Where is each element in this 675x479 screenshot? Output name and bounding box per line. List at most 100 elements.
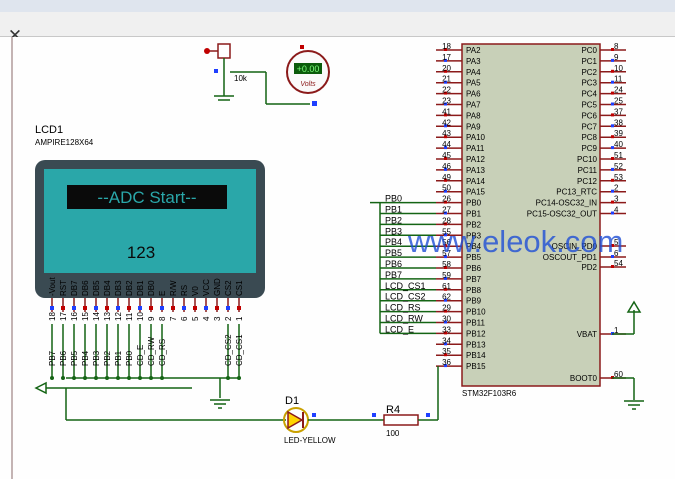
- mcu-pin-number: 62: [442, 293, 451, 302]
- mcu-pin-number: 58: [442, 260, 451, 269]
- mcu-pin-number: 46: [442, 162, 451, 171]
- mcu-pin-number: 25: [614, 97, 623, 106]
- lcd-pin-marker: [94, 306, 98, 310]
- mcu-net-label: PB7: [385, 270, 402, 280]
- mcu-pin-number: 60: [614, 370, 623, 379]
- lcd-bus-label: PB4: [81, 350, 90, 366]
- lcd-pins: -Vout18PB7RST17PB6DB716PB5DB615PB4DB514P…: [48, 277, 244, 380]
- mcu-pin-marker: [444, 309, 447, 313]
- lcd-pin-marker: [204, 306, 208, 310]
- mcu-pin-marker: [444, 58, 447, 62]
- mcu-pin-name: PA5: [466, 79, 481, 88]
- lcd-pin-label: RS: [180, 285, 189, 296]
- mcu-pin-name: PA13: [466, 166, 486, 175]
- resistor-value: 100: [386, 429, 400, 438]
- mcu-pin-name: VBAT: [577, 330, 597, 339]
- mcu-pin-marker: [611, 135, 614, 139]
- mcu-net-label: LCD_CS2: [385, 292, 426, 302]
- mcu-pin-name: PB6: [466, 264, 482, 273]
- mcu-pin-marker: [611, 167, 614, 171]
- led-icon: [287, 410, 304, 430]
- mcu-pin-marker: [444, 135, 447, 139]
- mcu-pin-name: PC5: [581, 101, 597, 110]
- voltmeter-reading: +0.00: [297, 64, 320, 74]
- voltmeter-unit: Volts: [300, 81, 316, 88]
- lcd-display[interactable]: --ADC Start-- 123: [35, 160, 265, 298]
- mcu-pin-marker: [444, 298, 447, 302]
- lcd-pin-label: CS1: [235, 280, 244, 296]
- lcd-pin-label: DB4: [103, 280, 112, 296]
- mcu-pin-number: 35: [442, 347, 451, 356]
- mcu-pin-marker: [611, 157, 614, 160]
- mcu-pin-marker: [611, 124, 614, 128]
- mcu-net-label: PB0: [385, 194, 402, 204]
- lcd-pin-label: DB6: [81, 280, 90, 296]
- lcd-pin-marker: [127, 306, 131, 310]
- lcd-model: AMPIRE128X64: [35, 138, 94, 147]
- lcd-line2: 123: [127, 243, 155, 262]
- lcd-bus-label: CD_RS: [158, 339, 167, 366]
- mcu-pin-name: PA7: [466, 101, 481, 110]
- lcd-pin-marker: [226, 306, 230, 310]
- mcu-pin-marker: [444, 331, 447, 335]
- mcu-net-label: PB3: [385, 226, 402, 236]
- mcu-pin-marker: [444, 124, 447, 128]
- lcd-pin-number: 1: [235, 316, 244, 321]
- lcd-bus-label: PB3: [92, 350, 101, 366]
- resistor-body[interactable]: [383, 414, 419, 426]
- mcu-pin-number: 29: [442, 304, 451, 313]
- mcu-pin-number: 11: [614, 75, 623, 84]
- mcu-pin-number: 5: [614, 238, 619, 247]
- lcd-pin-marker: [105, 306, 109, 310]
- lcd-pin-label: DB2: [125, 280, 134, 296]
- lcd-bus-label: PB0: [125, 350, 134, 366]
- mcu-net-label: LCD_CS1: [385, 281, 426, 291]
- led[interactable]: [283, 407, 309, 433]
- lcd-pin-number: 3: [213, 316, 222, 321]
- lcd-pin-number: 2: [224, 316, 233, 321]
- lcd-pin-number: 4: [202, 316, 211, 321]
- voltmeter[interactable]: +0.00 Volts: [286, 45, 330, 106]
- mcu-pin-number: 28: [442, 216, 451, 225]
- mcu-pin-number: 21: [442, 75, 451, 84]
- mcu-pin-name: PB11: [466, 319, 486, 328]
- mcu-pin-name: PC4: [581, 90, 597, 99]
- mcu-pin-name: PB13: [466, 340, 486, 349]
- mcu-pin-name: PC2: [581, 68, 597, 77]
- mcu-pin-name: BOOT0: [570, 374, 598, 383]
- potentiometer[interactable]: 10k: [204, 43, 248, 101]
- mcu-body[interactable]: [461, 43, 601, 387]
- mcu-pin-number: 52: [614, 162, 623, 171]
- mcu-pin-number: 23: [442, 97, 451, 106]
- lcd-pin-label: RST: [59, 280, 68, 296]
- schematic-canvas[interactable]: 10k +0.00 Volts LCD1 AMPIRE128X64 --ADC …: [0, 37, 675, 479]
- mcu-pin-number: 9: [614, 53, 619, 62]
- lcd-pin-label: E: [158, 291, 167, 296]
- mcu-pin-marker: [611, 69, 614, 73]
- mcu-pin-number: 59: [442, 271, 451, 280]
- watermark: www.eleok.com: [407, 224, 623, 259]
- lcd-pin-number: 6: [180, 316, 189, 321]
- mcu-pin-name: PC9: [581, 144, 597, 153]
- lcd-line1: --ADC Start--: [97, 188, 196, 207]
- mcu-pin-name: PC11: [578, 166, 598, 175]
- mcu-pin-number: 37: [614, 107, 623, 116]
- mcu-pin-number: 4: [614, 206, 619, 215]
- mcu-pin-name: PC15-OSC32_OUT: [527, 210, 597, 219]
- mcu-pin-number: 3: [614, 195, 619, 204]
- voltmeter-pin-top: [300, 45, 304, 49]
- mcu-pin-name: PA14: [466, 177, 486, 186]
- lcd-bus-label: CD_CS2: [224, 334, 233, 366]
- mcu-pin-name: PB4: [466, 242, 482, 251]
- lcd-pin-number: 17: [59, 312, 68, 321]
- mcu-pin-name: PB2: [466, 220, 482, 229]
- mcu-net-label: PB1: [385, 205, 402, 215]
- mcu-pin-marker: [444, 342, 447, 346]
- mcu-pin-number: 44: [442, 140, 451, 149]
- mcu-pin-number: 45: [442, 151, 451, 160]
- mcu-pin-marker: [444, 266, 447, 269]
- mcu-pin-number: 17: [442, 53, 451, 62]
- mcu-pin-name: PC12: [577, 177, 598, 186]
- lcd-pin-marker: [237, 306, 241, 310]
- pot-wiper-node: [204, 48, 210, 54]
